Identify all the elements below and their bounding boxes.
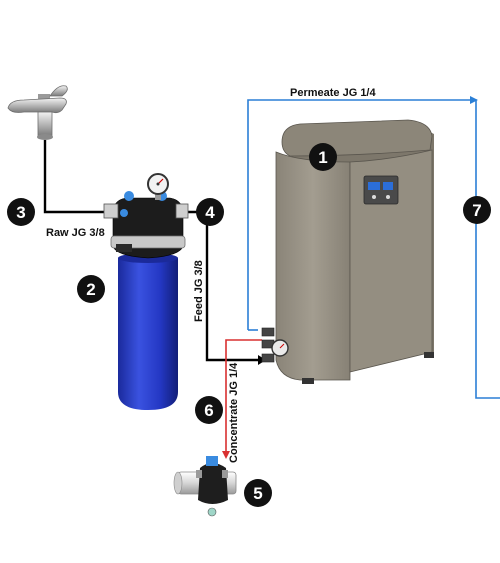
permeate-line xyxy=(247,96,500,399)
callout-1: 1 xyxy=(309,143,337,171)
ro-unit-icon xyxy=(261,119,434,384)
feed-line xyxy=(176,210,266,365)
faucet-icon xyxy=(7,85,68,140)
label-feed: Feed JG 3/8 xyxy=(193,260,205,322)
label-permeate: Permeate JG 1/4 xyxy=(290,87,376,99)
concentrate-line xyxy=(222,339,262,459)
svg-text:2: 2 xyxy=(86,280,95,299)
callout-6: 6 xyxy=(195,396,223,424)
svg-text:7: 7 xyxy=(472,201,481,220)
svg-text:4: 4 xyxy=(205,203,215,222)
svg-text:3: 3 xyxy=(16,203,25,222)
svg-text:5: 5 xyxy=(253,484,262,503)
svg-text:1: 1 xyxy=(318,148,327,167)
callout-3: 3 xyxy=(7,198,35,226)
drain-saddle-icon xyxy=(173,456,237,517)
filter-housing-icon xyxy=(103,190,189,410)
callout-4: 4 xyxy=(196,198,224,226)
callout-5: 5 xyxy=(244,479,272,507)
callout-2: 2 xyxy=(77,275,105,303)
label-raw: Raw JG 3/8 xyxy=(46,227,105,239)
pressure-gauge-icon xyxy=(147,173,169,195)
label-concentrate: Concentrate JG 1/4 xyxy=(228,362,240,463)
callout-7: 7 xyxy=(463,196,491,224)
svg-text:6: 6 xyxy=(204,401,213,420)
